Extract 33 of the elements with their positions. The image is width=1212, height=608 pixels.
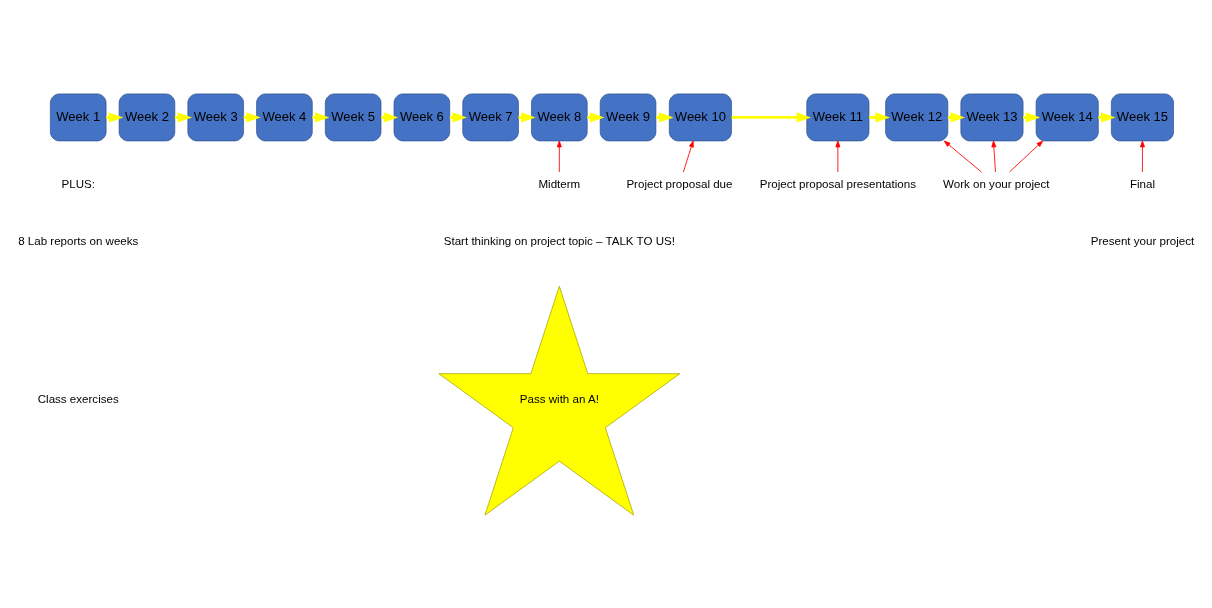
label: Present your project xyxy=(1090,234,1195,247)
arrow xyxy=(731,111,812,122)
node-box: Week 1 xyxy=(50,93,107,141)
label: PLUS: xyxy=(61,177,95,190)
node-text: Project proposal presentations xyxy=(759,177,916,190)
node-box: Week 5 xyxy=(324,93,382,141)
node-box: Week 6 xyxy=(393,93,451,141)
label: 8 Lab reports on weeks xyxy=(18,234,139,247)
node-box: Week 10 xyxy=(668,93,732,141)
node-text: Midterm xyxy=(538,177,581,190)
label: Class exercises xyxy=(37,392,119,405)
node-box: Week 2 xyxy=(118,93,176,141)
node-box: Week 14 xyxy=(1035,93,1099,141)
node-box: Week 4 xyxy=(256,93,313,141)
node-box: Week 9 xyxy=(599,93,657,141)
node-text: Project proposal due xyxy=(626,177,733,190)
label: Start thinking on project topic – TALK TO US! xyxy=(443,234,675,247)
arrow xyxy=(1009,140,1044,172)
node-text: Work on your project xyxy=(943,177,1050,190)
node-box: Week 15 xyxy=(1111,93,1174,141)
node-box: Week 8 xyxy=(531,93,588,141)
node-box: Week 13 xyxy=(960,93,1024,141)
arrow xyxy=(835,140,841,172)
arrow xyxy=(943,140,982,172)
node-box: Week 12 xyxy=(885,93,949,141)
node-box: Week 7 xyxy=(462,93,519,141)
arrow xyxy=(556,140,562,172)
arrow xyxy=(682,140,694,172)
node-box: Week 3 xyxy=(187,93,244,141)
node-text: Final xyxy=(1129,177,1155,190)
arrow xyxy=(991,140,997,172)
arrow xyxy=(1140,140,1145,172)
node-box: Week 11 xyxy=(806,93,870,141)
